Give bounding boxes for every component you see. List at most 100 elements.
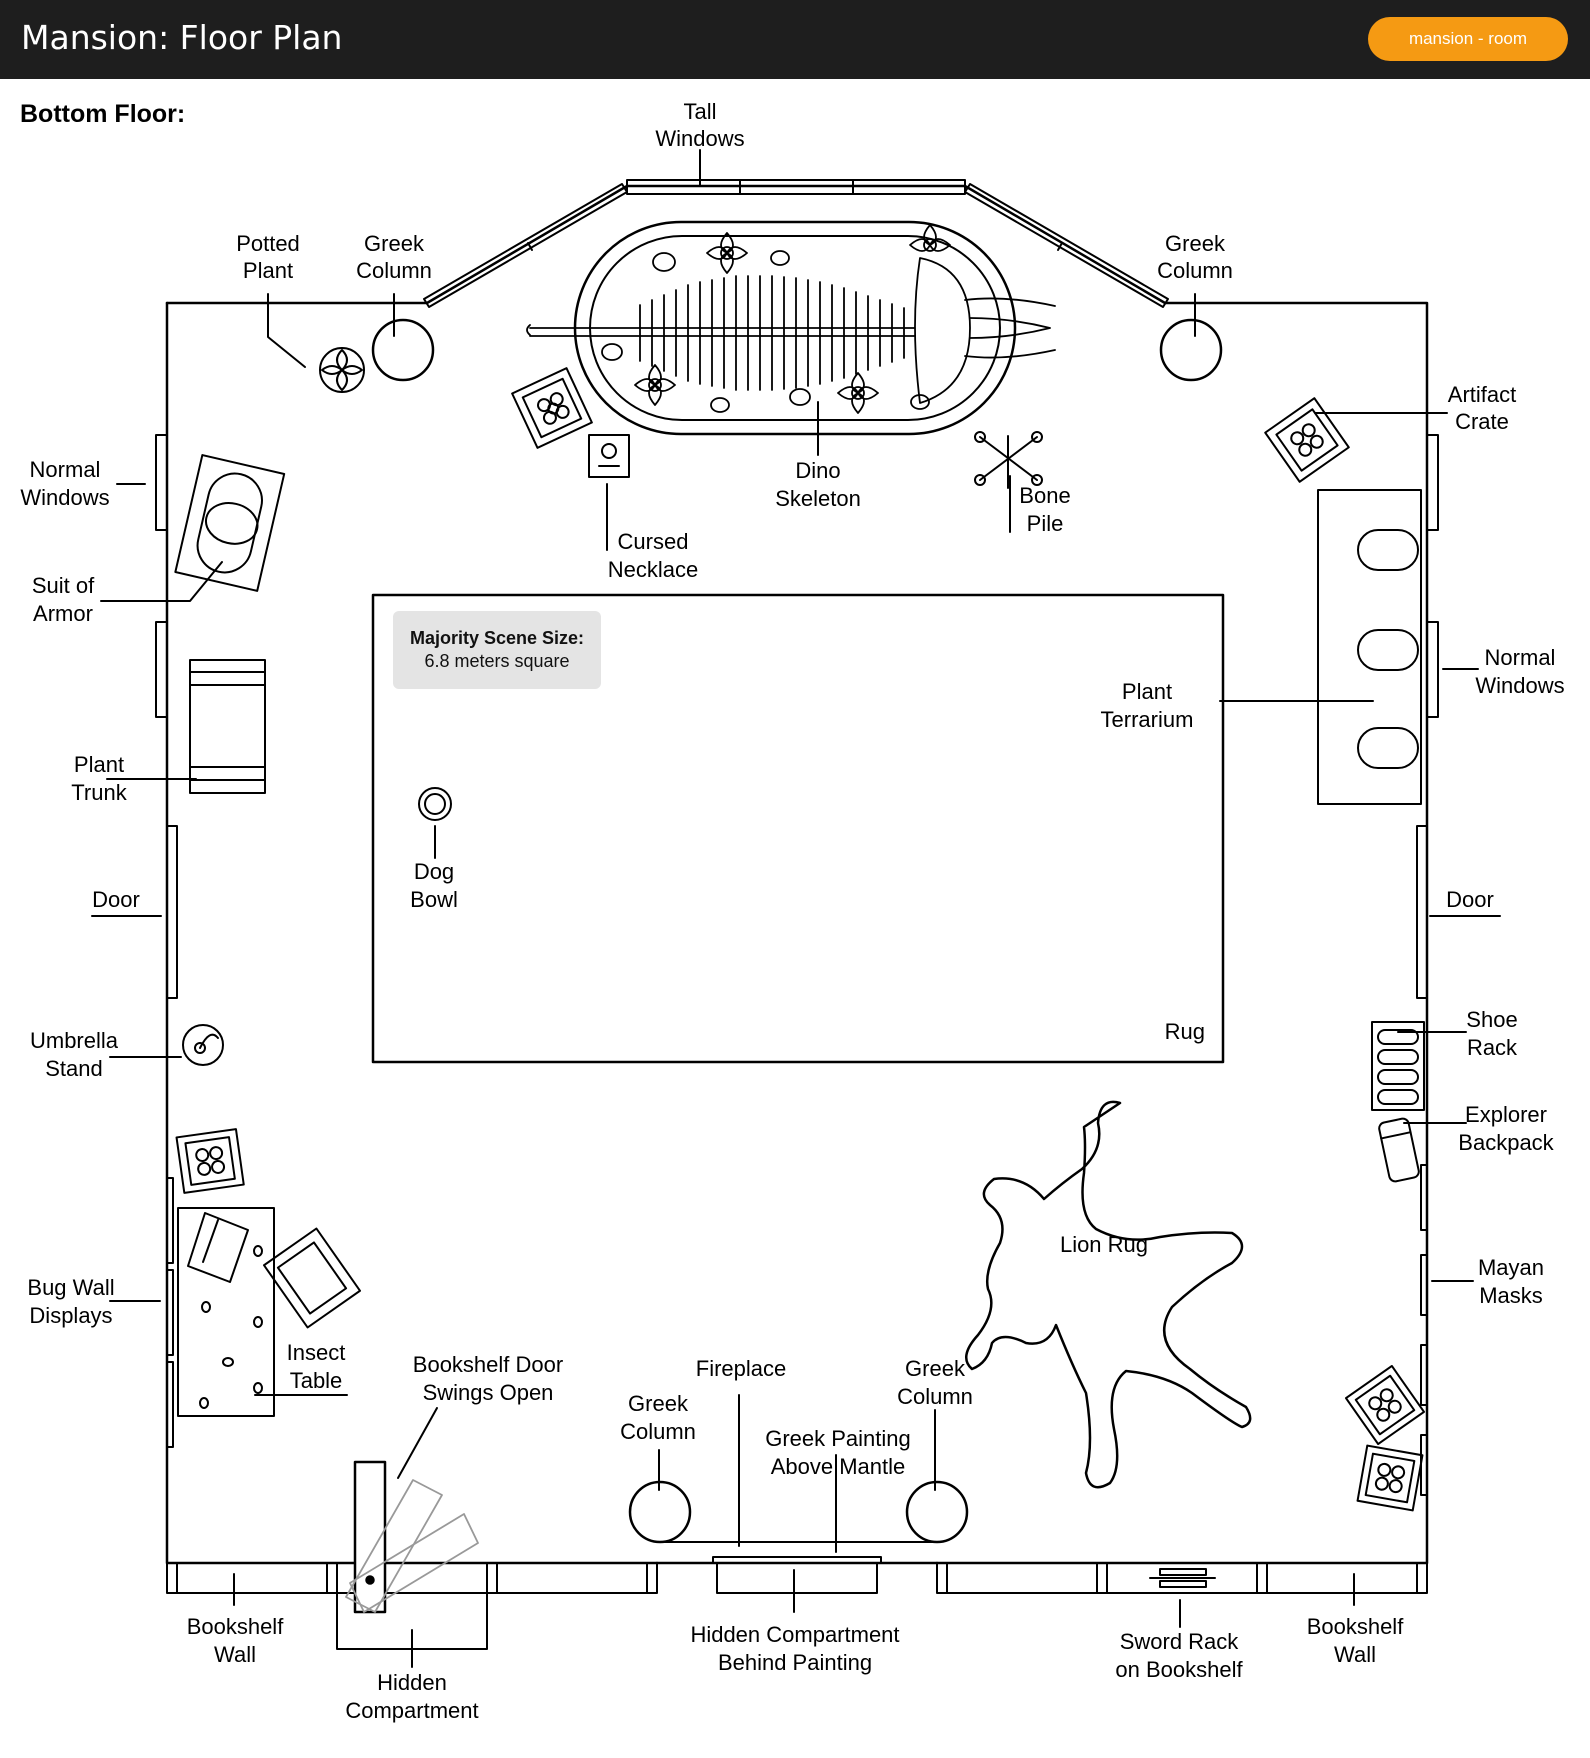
mayan-mask-crate-icon	[1345, 1365, 1425, 1445]
label-normal-windows-right: Normal	[1485, 645, 1556, 670]
label-greek-column-tr: Greek	[1165, 231, 1226, 256]
label-potted-plant: Potted	[236, 231, 300, 256]
label-bookshelf-wall-left-2: Wall	[214, 1642, 256, 1667]
scene-size-value: 6.8 meters square	[424, 651, 570, 671]
label-plant-trunk: Plant	[74, 752, 124, 777]
label-bookshelf-wall-left: Bookshelf	[187, 1614, 285, 1639]
plant-trunk-icon	[189, 659, 266, 794]
label-bookshelf-door-2: Swings Open	[423, 1380, 554, 1405]
label-greek-column-tr-2: Column	[1157, 258, 1233, 283]
label-potted-plant-2: Plant	[243, 258, 293, 283]
bug-crate-icon	[511, 367, 593, 449]
explorer-backpack-icon	[1378, 1117, 1420, 1183]
label-dog-bowl-2: Bowl	[410, 887, 458, 912]
label-plant-trunk-2: Trunk	[71, 780, 127, 805]
label-greek-column-tl-2: Column	[356, 258, 432, 283]
sword-rack-icon	[1106, 1562, 1258, 1594]
label-bone-pile-2: Pile	[1027, 511, 1064, 536]
label-door-right: Door	[1446, 887, 1494, 912]
label-greek-painting-2: Above Mantle	[771, 1454, 906, 1479]
label-bug-wall-displays: Bug Wall	[27, 1275, 114, 1300]
label-artifact-crate: Artifact	[1448, 382, 1516, 407]
page-title: Mansion: Floor Plan	[21, 18, 343, 57]
greek-column-top-left	[371, 318, 435, 382]
label-explorer-backpack-2: Backpack	[1458, 1130, 1554, 1155]
fireplace	[712, 1556, 882, 1594]
rug	[371, 593, 1225, 1064]
insect-table	[177, 1207, 275, 1417]
greek-column-bottom-right	[905, 1480, 969, 1544]
label-sword-rack-2: on Bookshelf	[1115, 1657, 1243, 1682]
left-wall-openings	[155, 434, 178, 1448]
label-suit-of-armor: Suit of	[32, 573, 95, 598]
label-normal-windows-right-2: Windows	[1475, 673, 1564, 698]
potted-plant-icon	[319, 347, 365, 393]
label-sword-rack: Sword Rack	[1120, 1629, 1240, 1654]
label-greek-column-bl: Greek	[628, 1391, 689, 1416]
tall-windows	[423, 179, 1169, 308]
umbrella-stand-icon	[182, 1024, 224, 1066]
category-badge[interactable]: mansion - room	[1368, 17, 1568, 61]
artifact-crate-icon	[1264, 397, 1350, 483]
label-hidden-compartment-2: Compartment	[345, 1698, 478, 1723]
room-walls	[165, 184, 1429, 1565]
label-mayan-masks: Mayan	[1478, 1255, 1544, 1280]
label-greek-column-tl: Greek	[364, 231, 425, 256]
label-greek-painting: Greek Painting	[765, 1426, 911, 1451]
label-shoe-rack-2: Rack	[1467, 1035, 1518, 1060]
label-rug: Rug	[1165, 1019, 1205, 1044]
label-tall-windows-2: Windows	[655, 126, 744, 151]
greek-column-top-right	[1159, 318, 1223, 382]
label-normal-windows-left: Normal	[30, 457, 101, 482]
label-hidden-compartment-painting-2: Behind Painting	[718, 1650, 872, 1675]
label-umbrella-stand: Umbrella	[30, 1028, 119, 1053]
label-bone-pile: Bone	[1019, 483, 1070, 508]
label-bookshelf-wall-right: Bookshelf	[1307, 1614, 1405, 1639]
labels: Tall Windows Potted Plant Greek Column G…	[20, 99, 1564, 1723]
greek-column-bottom-left	[628, 1480, 692, 1544]
bug-wall-crate-icon	[175, 1128, 245, 1194]
label-greek-column-bl-2: Column	[620, 1419, 696, 1444]
label-bug-wall-displays-2: Displays	[29, 1303, 112, 1328]
label-dino-skeleton-2: Skeleton	[775, 486, 861, 511]
label-plant-terrarium-2: Terrarium	[1101, 707, 1194, 732]
label-shoe-rack: Shoe	[1466, 1007, 1517, 1032]
bone-pile-icon	[974, 431, 1043, 489]
label-door-left: Door	[92, 887, 140, 912]
label-cursed-necklace-2: Necklace	[608, 557, 698, 582]
label-umbrella-stand-2: Stand	[45, 1056, 103, 1081]
scene-size-label: Majority Scene Size:	[409, 628, 585, 648]
armchair-icon	[262, 1227, 362, 1329]
bookshelf-door[interactable]	[345, 1460, 479, 1614]
leader-lines	[91, 149, 1501, 1668]
plant-terrarium	[1317, 489, 1422, 805]
bookshelf-wall-left	[166, 1562, 658, 1594]
suit-of-armor-icon	[174, 454, 286, 592]
label-hidden-compartment-painting: Hidden Compartment	[690, 1622, 899, 1647]
label-suit-of-armor-2: Armor	[33, 601, 93, 626]
label-bookshelf-door: Bookshelf Door	[413, 1352, 563, 1377]
label-lion-rug: Lion Rug	[1060, 1232, 1148, 1257]
shoe-rack-icon	[1371, 1021, 1425, 1111]
label-insect-table: Insect	[287, 1340, 346, 1365]
label-tall-windows: Tall	[683, 99, 716, 124]
top-bar: Mansion: Floor Plan mansion - room	[0, 0, 1590, 79]
label-greek-column-br-2: Column	[897, 1384, 973, 1409]
dino-flowers	[601, 224, 951, 414]
dog-bowl-icon	[418, 787, 452, 821]
label-normal-windows-left-2: Windows	[20, 485, 109, 510]
lion-rug	[965, 1100, 1252, 1489]
label-explorer-backpack: Explorer	[1465, 1102, 1547, 1127]
label-fireplace: Fireplace	[696, 1356, 786, 1381]
dino-ribs	[639, 275, 905, 391]
label-insect-table-2: Table	[290, 1368, 343, 1393]
label-dino-skeleton: Dino	[795, 458, 840, 483]
label-dog-bowl: Dog	[414, 859, 454, 884]
label-hidden-compartment: Hidden	[377, 1670, 447, 1695]
mayan-mask-crate-2-icon	[1356, 1444, 1424, 1512]
cursed-necklace-icon	[588, 434, 630, 478]
scene-size-box: Majority Scene Size: 6.8 meters square	[393, 611, 601, 689]
label-greek-column-br: Greek	[905, 1356, 966, 1381]
label-artifact-crate-2: Crate	[1455, 409, 1509, 434]
